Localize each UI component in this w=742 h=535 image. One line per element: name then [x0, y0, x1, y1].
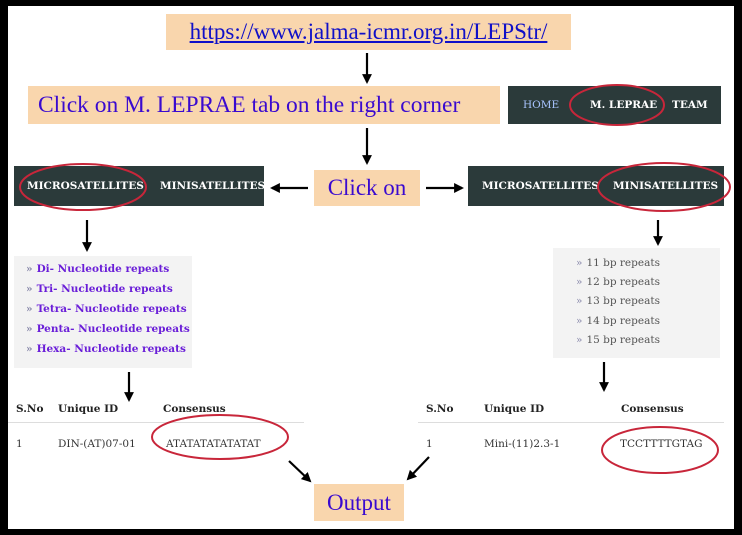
list-item[interactable]: »Tetra- Nucleotide repeats — [26, 303, 187, 315]
right-result-table: S.No Unique ID Consensus 1 Mini-(11)2.3-… — [418, 398, 728, 462]
table-cell-consensus: TCCTTTTGTAG — [620, 438, 703, 450]
bullet-icon: » — [576, 334, 583, 346]
url-box[interactable]: https://www.jalma-icmr.org.in/LEPStr/ — [166, 14, 571, 50]
bullet-icon: » — [576, 257, 583, 269]
table-header-consensus: Consensus — [621, 403, 684, 415]
bullet-icon: » — [576, 315, 583, 327]
table-header-unique-id: Unique ID — [58, 403, 119, 415]
left-nav-bar: MICROSATELLITES MINISATELLITES — [14, 166, 266, 206]
table-cell-unique-id: DIN-(AT)07-01 — [58, 438, 136, 450]
left-nav-minisatellites[interactable]: MINISATELLITES — [160, 180, 266, 192]
bullet-icon: » — [26, 283, 33, 295]
mini-repeat-list: »11 bp repeats »12 bp repeats »13 bp rep… — [553, 248, 720, 358]
left-result-table: S.No Unique ID Consensus 1 DIN-(AT)07-01… — [8, 398, 308, 458]
list-item[interactable]: »11 bp repeats — [576, 257, 660, 269]
bullet-icon: » — [26, 303, 33, 315]
table-header-unique-id: Unique ID — [484, 403, 545, 415]
table-cell-sno: 1 — [426, 438, 433, 450]
bullet-icon: » — [576, 295, 583, 307]
output-box: Output — [314, 484, 404, 521]
highlight-circle-icon — [601, 426, 719, 474]
right-nav-minisatellites[interactable]: MINISATELLITES — [613, 180, 719, 192]
highlight-circle-icon — [19, 163, 147, 211]
annotation-overlay — [19, 53, 731, 483]
list-item[interactable]: »13 bp repeats — [576, 295, 660, 307]
table-cell-sno: 1 — [16, 438, 23, 450]
highlight-circle-icon — [151, 414, 289, 460]
micro-repeat-list: »Di- Nucleotide repeats »Tri- Nucleotide… — [14, 256, 192, 368]
highlight-circle-icon — [597, 162, 731, 212]
list-item[interactable]: »Tri- Nucleotide repeats — [26, 283, 173, 295]
bullet-icon: » — [26, 323, 33, 335]
table-header-sno: S.No — [426, 403, 454, 415]
nav-team[interactable]: TEAM — [672, 99, 708, 111]
arrow-diagonal-icon — [406, 456, 430, 481]
list-item[interactable]: »12 bp repeats — [576, 276, 660, 288]
instruction-box: Click on M. LEPRAE tab on the right corn… — [28, 86, 500, 124]
list-item[interactable]: »Hexa- Nucleotide repeats — [26, 343, 186, 355]
nav-m-leprae[interactable]: M. LEPRAE — [590, 99, 658, 111]
table-divider — [418, 422, 724, 423]
bullet-icon: » — [576, 276, 583, 288]
list-item[interactable]: »15 bp repeats — [576, 334, 660, 346]
list-item[interactable]: »Penta- Nucleotide repeats — [26, 323, 190, 335]
table-divider — [8, 422, 304, 423]
list-item[interactable]: »Di- Nucleotide repeats — [26, 263, 170, 275]
bullet-icon: » — [26, 343, 33, 355]
right-nav-bar: MICROSATELLITES MINISATELLITES — [468, 166, 724, 206]
nav-home[interactable]: HOME — [523, 99, 560, 111]
right-nav-microsatellites[interactable]: MICROSATELLITES — [482, 180, 599, 192]
arrow-diagonal-icon — [288, 460, 312, 483]
click-on-box: Click on — [314, 170, 420, 206]
table-header-sno: S.No — [16, 403, 44, 415]
bullet-icon: » — [26, 263, 33, 275]
table-cell-consensus: ATATATATATATAT — [166, 438, 261, 450]
list-item[interactable]: »14 bp repeats — [576, 315, 660, 327]
flowchart-canvas: https://www.jalma-icmr.org.in/LEPStr/ Cl… — [8, 6, 734, 529]
left-nav-microsatellites[interactable]: MICROSATELLITES — [27, 180, 144, 192]
table-cell-unique-id: Mini-(11)2.3-1 — [484, 438, 561, 450]
top-nav-bar: HOME M. LEPRAE TEAM — [508, 86, 721, 124]
highlight-circle-icon — [569, 84, 665, 126]
table-header-consensus: Consensus — [163, 403, 226, 415]
